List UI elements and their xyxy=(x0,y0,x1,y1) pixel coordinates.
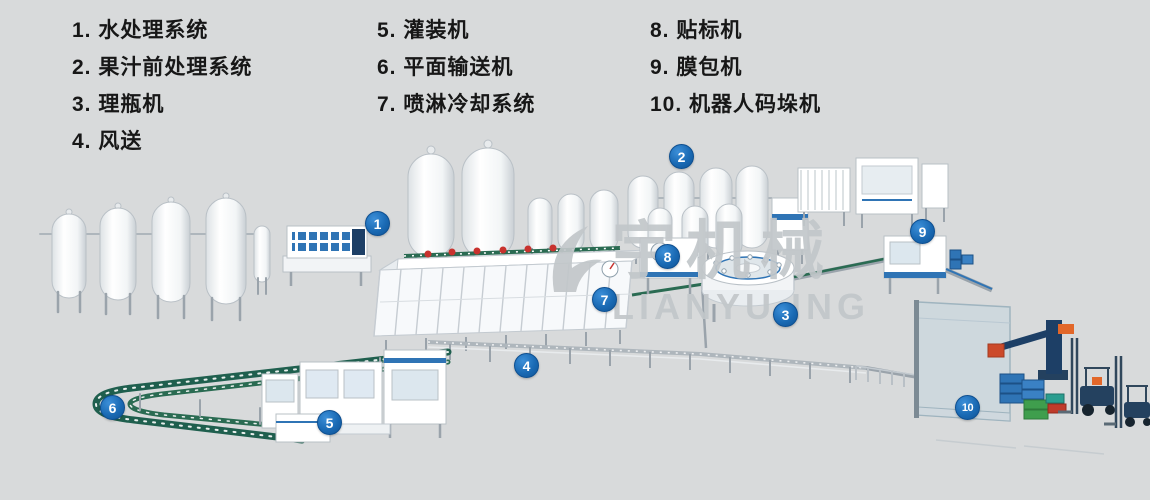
forklift xyxy=(1058,338,1115,416)
mixing-tanks xyxy=(402,139,532,276)
filter-unit xyxy=(282,225,372,286)
palletizing-robot xyxy=(987,320,1074,380)
forklift-2 xyxy=(1104,356,1150,428)
processing-units xyxy=(797,157,949,228)
legend-item-9: 9. 膜包机 xyxy=(650,56,743,79)
badge-4: 4 xyxy=(514,353,539,378)
legend-item-8: 8. 贴标机 xyxy=(650,19,743,42)
safety-fence xyxy=(855,366,917,389)
badge-7: 7 xyxy=(592,287,617,312)
legend-item-5: 5. 灌装机 xyxy=(377,19,470,42)
legend-column-1: 1. 水处理系统 2. 果汁前处理系统 3. 理瓶机 4. 风送 xyxy=(72,12,252,160)
badge-6: 6 xyxy=(100,395,125,420)
air-conveyor xyxy=(427,340,867,383)
pallet-box-stacks xyxy=(999,373,1067,420)
legend-item-7: 7. 喷淋冷却系统 xyxy=(377,93,536,116)
badge-9: 9 xyxy=(910,219,935,244)
badge-5: 5 xyxy=(317,410,342,435)
badge-1: 1 xyxy=(365,211,390,236)
glass-panel xyxy=(914,300,1011,422)
legend-column-3: 8. 贴标机 9. 膜包机 10. 机器人码垛机 xyxy=(650,12,821,123)
flat-conveyor-loop xyxy=(92,348,452,444)
legend-column-2: 5. 灌装机 6. 平面输送机 7. 喷淋冷却系统 xyxy=(377,12,535,123)
legend-item-4: 4. 风送 xyxy=(72,130,143,153)
legend-item-3: 3. 理瓶机 xyxy=(72,93,165,116)
water-treatment-tanks xyxy=(39,192,271,322)
filling-machine xyxy=(261,349,447,443)
robot-palletizer-cell xyxy=(855,300,1150,455)
badge-2: 2 xyxy=(669,144,694,169)
legend-item-10: 10. 机器人码垛机 xyxy=(650,93,822,116)
film-wrapping-machine xyxy=(793,235,993,294)
badge-8: 8 xyxy=(655,244,680,269)
legend-item-2: 2. 果汁前处理系统 xyxy=(72,56,253,79)
badge-10: 10 xyxy=(955,395,980,420)
legend-item-1: 1. 水处理系统 xyxy=(72,19,209,42)
legend-item-6: 6. 平面输送机 xyxy=(377,56,514,79)
bottle-unscrambler xyxy=(701,250,795,322)
badge-3: 3 xyxy=(773,302,798,327)
